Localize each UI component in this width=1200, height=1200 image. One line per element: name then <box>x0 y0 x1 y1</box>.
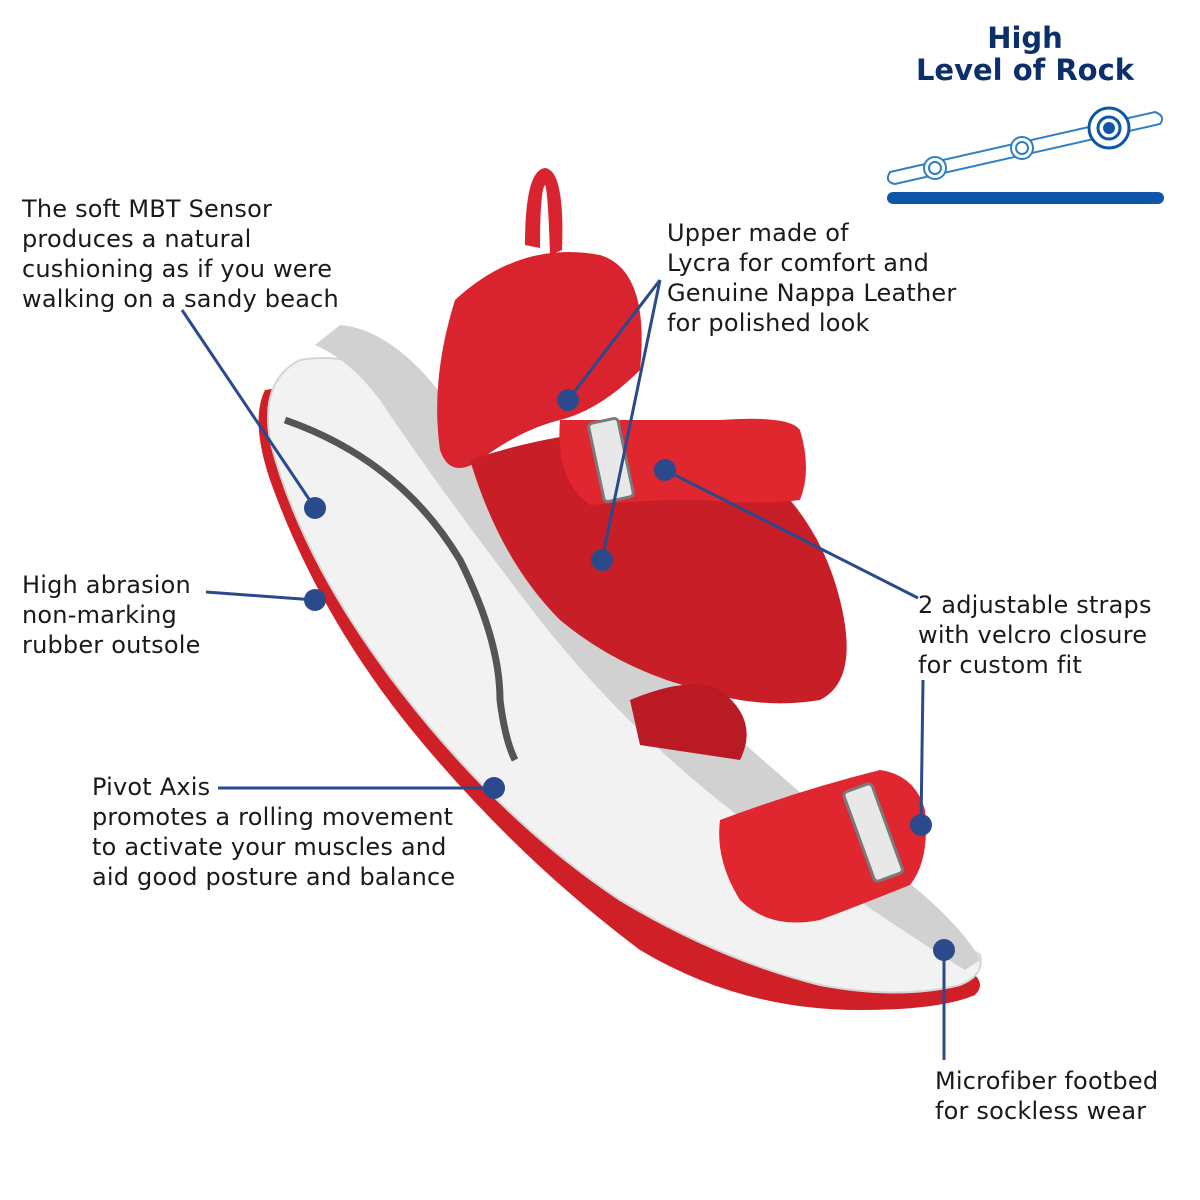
heel-pull-loop <box>525 168 563 255</box>
front-strap-dot <box>910 814 932 836</box>
sensor-caption-line: The soft MBT Sensor <box>22 195 273 223</box>
upper-dot-1 <box>557 389 579 411</box>
pivot-caption-line: promotes a rolling movement <box>92 803 454 831</box>
rock-level-graphic <box>886 106 1164 204</box>
straps-dot <box>654 459 676 481</box>
upper-caption-line: Upper made of <box>667 219 849 247</box>
upper-strap-buckle <box>587 416 635 504</box>
rock-level-low-dot <box>923 156 947 180</box>
rock-level-base-bar <box>887 192 1164 204</box>
sandal-image <box>258 168 982 1010</box>
footbed-caption-line: Microfiber footbed <box>935 1067 1159 1095</box>
sensor-caption-line: walking on a sandy beach <box>22 285 339 313</box>
rock-level-mid-dot <box>1010 136 1034 160</box>
rock-level-title-line1: High <box>987 21 1063 55</box>
outsole-caption-line: High abrasion <box>22 571 191 599</box>
footbed-caption: Microfiber footbed for sockless wear <box>935 1066 1158 1126</box>
callout-dots <box>304 389 955 961</box>
pivot-caption: Pivot Axis promotes a rolling movement t… <box>92 772 455 892</box>
front-strap-buckle <box>842 782 904 883</box>
upper-leader-line-2 <box>600 279 662 561</box>
straps-caption-line: 2 adjustable straps <box>918 591 1152 619</box>
outsole-caption-line: non-marking <box>22 601 177 629</box>
straps-leader-line <box>664 468 919 600</box>
outsole-caption-line: rubber outsole <box>22 631 201 659</box>
outsole-dot <box>304 589 326 611</box>
sensor-caption: The soft MBT Sensor produces a natural c… <box>22 194 339 314</box>
upper-leader-line-1 <box>566 279 662 401</box>
outsole-caption: High abrasion non-marking rubber outsole <box>22 570 201 660</box>
callout-leaders <box>180 279 946 1060</box>
rock-level-title-line2: Level of Rock <box>915 53 1135 87</box>
upper-caption-line: Lycra for comfort and <box>667 249 930 277</box>
upper-caption-line: for polished look <box>667 309 870 337</box>
heel-upper <box>437 252 642 468</box>
pivot-caption-line: aid good posture and balance <box>92 863 456 891</box>
straps-foot-leader-line <box>919 679 925 826</box>
straps-caption-line: for custom fit <box>918 651 1082 679</box>
pivot-dot <box>483 777 505 799</box>
sensor-caption-line: cushioning as if you were <box>22 255 333 283</box>
rock-level-title: High Level of Rock <box>880 22 1170 86</box>
sensor-caption-line: produces a natural <box>22 225 252 253</box>
outsole-leader-line <box>205 590 316 602</box>
straps-caption-line: with velcro closure <box>918 621 1148 649</box>
footbed-caption-line: for sockless wear <box>935 1097 1147 1125</box>
sensor-dot <box>304 497 326 519</box>
pivot-axis-stripe <box>283 416 519 762</box>
pivot-caption-line: Pivot Axis <box>92 773 211 801</box>
sensor-leader-line <box>180 309 317 509</box>
upper-dot-2 <box>591 549 613 571</box>
upper-caption-line: Genuine Nappa Leather <box>667 279 957 307</box>
rock-level-rocker-band <box>886 110 1164 186</box>
pivot-caption-line: to activate your muscles and <box>92 833 447 861</box>
footbed-dot <box>933 939 955 961</box>
straps-caption: 2 adjustable straps with velcro closure … <box>918 590 1152 680</box>
upper-caption: Upper made of Lycra for comfort and Genu… <box>667 218 956 338</box>
